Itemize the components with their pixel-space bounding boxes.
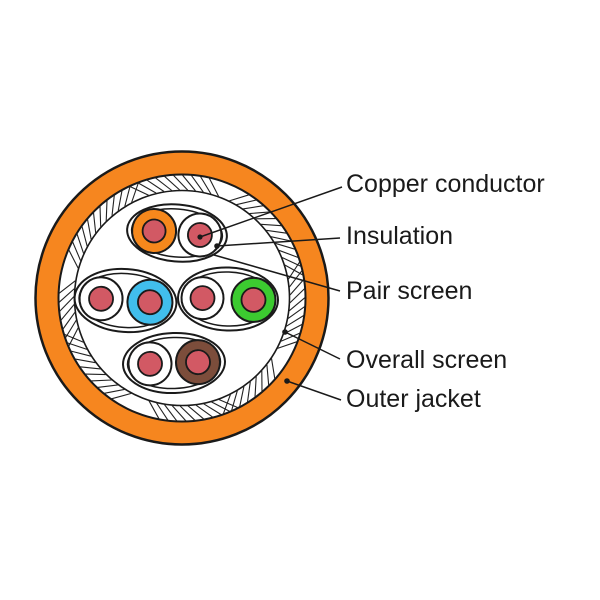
copper-conductor bbox=[88, 285, 114, 312]
hatch-mark bbox=[92, 212, 97, 234]
hatch-mark bbox=[229, 194, 250, 202]
hatch-mark bbox=[270, 358, 276, 379]
label-copper-conductor: Copper conductor bbox=[346, 170, 545, 198]
hatch-mark bbox=[131, 182, 139, 203]
hatch-mark bbox=[287, 306, 306, 320]
hatch-mark bbox=[164, 175, 181, 191]
hatch-mark bbox=[195, 404, 213, 418]
hatch-mark bbox=[76, 233, 85, 254]
hatch-mark bbox=[280, 332, 301, 342]
pair-white-blue bbox=[73, 267, 178, 334]
hatch-mark bbox=[208, 177, 220, 197]
leader-insulation bbox=[216, 237, 341, 247]
pair-white-brown bbox=[122, 331, 226, 395]
label-pair-screen: Pair screen bbox=[346, 277, 472, 305]
hatch-mark bbox=[111, 195, 115, 216]
overall-screen-hatching bbox=[58, 174, 306, 422]
hatch-mark bbox=[155, 177, 173, 191]
hatch-mark bbox=[148, 400, 160, 420]
copper-conductor bbox=[141, 218, 167, 244]
leader-outer-jacket bbox=[286, 380, 342, 401]
hatch-mark bbox=[64, 333, 84, 343]
hatch-mark bbox=[60, 304, 75, 321]
hatch-mark bbox=[190, 175, 204, 193]
label-insulation: Insulation bbox=[346, 222, 453, 250]
hatch-mark bbox=[111, 392, 132, 400]
hatch-mark bbox=[163, 404, 178, 422]
hatch-mark bbox=[171, 405, 187, 422]
hatch-mark bbox=[260, 223, 282, 227]
hatch-mark bbox=[91, 379, 112, 382]
hatch-mark bbox=[211, 401, 230, 412]
hatch-mark bbox=[99, 206, 102, 227]
hatch-mark bbox=[278, 249, 299, 259]
hatch-mark bbox=[173, 174, 189, 191]
hatch-mark bbox=[65, 319, 77, 338]
copper-conductor bbox=[137, 289, 163, 316]
label-overall-screen: Overall screen bbox=[346, 346, 507, 374]
hatch-mark bbox=[86, 219, 92, 240]
hatch-mark bbox=[270, 236, 292, 242]
pair-orange-white bbox=[126, 203, 228, 263]
hatch-mark bbox=[285, 315, 304, 327]
hatch-mark bbox=[85, 373, 106, 376]
hatch-mark bbox=[203, 403, 222, 416]
copper-conductor bbox=[137, 350, 163, 377]
leader-dot-overall-screen bbox=[282, 329, 288, 335]
hatch-mark bbox=[79, 366, 101, 370]
hatch-mark bbox=[289, 279, 305, 296]
hatch-mark bbox=[231, 390, 238, 411]
leader-overall-screen bbox=[284, 331, 341, 360]
hatch-mark bbox=[181, 174, 196, 192]
hatch-mark bbox=[199, 176, 212, 195]
hatch-mark bbox=[156, 402, 169, 421]
leader-dot-outer-jacket bbox=[284, 378, 290, 384]
hatch-mark bbox=[218, 398, 239, 409]
hatch-mark bbox=[59, 296, 75, 312]
hatch-mark bbox=[277, 341, 298, 349]
hatch-mark bbox=[105, 200, 108, 222]
hatch-mark bbox=[242, 205, 264, 210]
leader-dot-copper-conductor bbox=[197, 234, 203, 240]
hatch-mark bbox=[104, 388, 125, 394]
hatch-mark bbox=[62, 311, 76, 330]
hatch-mark bbox=[117, 190, 123, 211]
hatch-mark bbox=[266, 229, 287, 234]
hatch-mark bbox=[254, 376, 257, 398]
hatch-mark bbox=[75, 358, 96, 364]
hatch-mark bbox=[236, 199, 257, 206]
hatch-mark bbox=[124, 186, 131, 207]
hatch-mark bbox=[187, 405, 205, 420]
copper-conductor bbox=[240, 286, 267, 313]
leader-copper-conductor bbox=[199, 186, 343, 238]
hatch-mark bbox=[138, 182, 157, 194]
hatch-mark bbox=[97, 384, 118, 388]
hatch-mark bbox=[70, 350, 92, 357]
hatch-mark bbox=[266, 364, 270, 386]
leader-dot-insulation bbox=[214, 243, 220, 249]
hatch-mark bbox=[288, 297, 306, 312]
label-outer-jacket: Outer jacket bbox=[346, 385, 481, 413]
hatch-mark bbox=[81, 226, 88, 247]
hatch-mark bbox=[68, 249, 79, 269]
hatch-mark bbox=[179, 405, 196, 421]
hatch-mark bbox=[129, 186, 149, 196]
copper-conductor bbox=[185, 349, 211, 376]
hatch-mark bbox=[146, 179, 165, 192]
hatch-mark bbox=[249, 211, 270, 215]
pair-white-green bbox=[177, 266, 279, 332]
hatch-mark bbox=[58, 288, 75, 303]
leader-pair-screen bbox=[213, 254, 341, 292]
hatch-mark bbox=[58, 280, 76, 294]
hatch-mark bbox=[67, 342, 88, 350]
hatch-mark bbox=[239, 386, 245, 407]
hatch-mark bbox=[289, 288, 305, 304]
hatch-mark bbox=[275, 242, 296, 250]
copper-conductor bbox=[189, 285, 216, 312]
hatch-mark bbox=[222, 394, 231, 415]
hatch-mark bbox=[72, 241, 82, 261]
hatch-mark bbox=[68, 327, 79, 347]
hatch-mark bbox=[246, 381, 251, 403]
